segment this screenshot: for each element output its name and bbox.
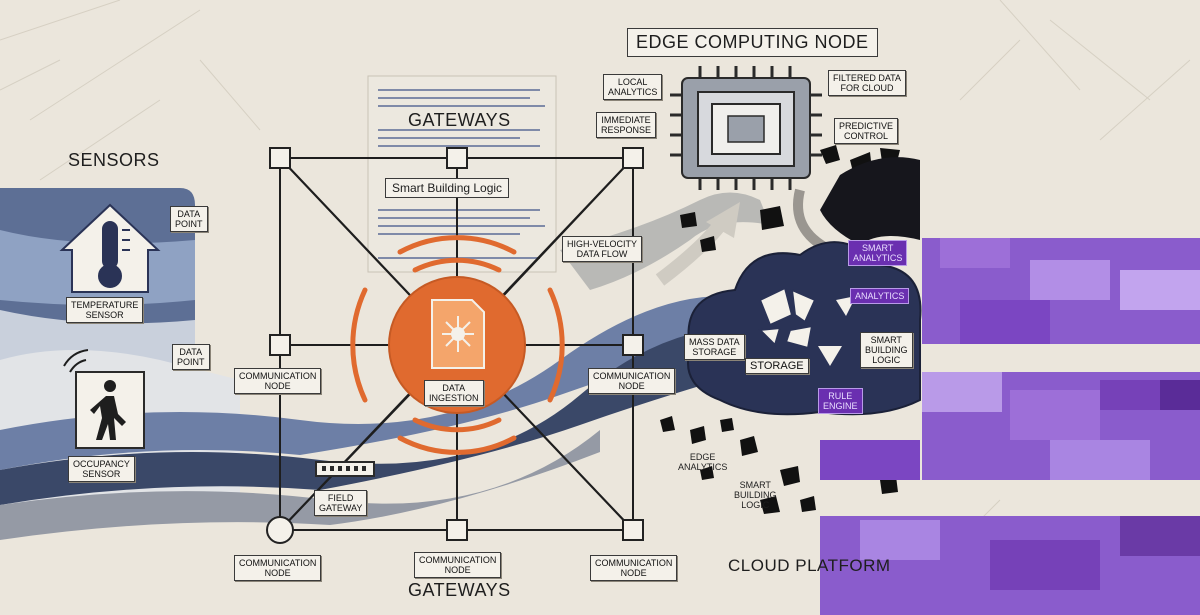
cloud-title: CLOUD PLATFORM	[728, 556, 891, 575]
communication-node-bottom-right	[622, 519, 644, 541]
storage-label: STORAGE	[745, 358, 809, 374]
communication-node-left-label: COMMUNICATION NODE	[234, 368, 322, 394]
communication-node-bottom-left-label: COMMUNICATION NODE	[234, 555, 322, 581]
router-icon	[315, 461, 375, 477]
gateways-title-top: GATEWAYS	[408, 110, 511, 130]
high-velocity-label: HIGH-VELOCITY DATA FLOW	[562, 236, 643, 262]
data-stream-1	[0, 296, 760, 470]
cloud-arrow	[793, 188, 833, 255]
edge-title: EDGE COMPUTING NODE	[627, 28, 878, 57]
data-ingestion-label: DATA INGESTION	[424, 380, 484, 406]
glitch-blocks	[820, 238, 1200, 615]
edge-arrowhead	[706, 202, 740, 238]
analytics-label: ANALYTICS	[850, 288, 910, 304]
gateways-title-bottom: GATEWAYS	[408, 580, 511, 600]
data-point-label-1: DATA POINT	[170, 206, 208, 232]
filtered-data-label: FILTERED DATA FOR CLOUD	[828, 70, 907, 96]
communication-node-bottom-mid-label: COMMUNICATION NODE	[414, 552, 502, 578]
data-point-label-2: DATA POINT	[172, 344, 210, 370]
edge-analytics-label: EDGE ANALYTICS	[678, 452, 728, 472]
immediate-response-label: IMMEDIATE RESPONSE	[596, 112, 657, 138]
temperature-sensor-label: TEMPERATURE SENSOR	[66, 297, 144, 323]
occupancy-sensor-label: OCCUPANCY SENSOR	[68, 456, 135, 482]
smart-building-logic-label: Smart Building Logic	[385, 178, 510, 198]
gateway-node-top-left	[269, 147, 291, 169]
communication-node-right-label: COMMUNICATION NODE	[588, 368, 676, 394]
broken-circle-icon	[757, 286, 817, 350]
communication-node-bottom-right-label: COMMUNICATION NODE	[590, 555, 678, 581]
local-analytics-label: LOCAL ANALYTICS	[603, 74, 663, 100]
gateway-node-top-right	[622, 147, 644, 169]
document-page	[367, 75, 557, 273]
pedestrian-icon	[63, 349, 145, 449]
data-stream-3	[0, 430, 600, 540]
ingestion-rings	[350, 235, 565, 455]
communication-node-right	[622, 334, 644, 356]
mass-data-storage-label: MASS DATA STORAGE	[684, 334, 745, 360]
edge-arrow	[655, 220, 726, 286]
field-gateway-label: FIELD GATEWAY	[314, 490, 368, 516]
smart-analytics-label: SMART ANALYTICS	[848, 240, 908, 266]
rule-engine-label: RULE ENGINE	[818, 388, 863, 414]
smart-building-logic-cloud-label: SMART BUILDING LOGIC	[860, 332, 913, 368]
document-network-icon	[431, 299, 485, 369]
dark-splash	[820, 157, 920, 245]
smart-building-logic-scatter-label: SMART BUILDING LOGIC	[734, 480, 777, 510]
sensors-title: SENSORS	[68, 150, 160, 170]
communication-node-bottom-mid	[446, 519, 468, 541]
predictive-control-label: PREDICTIVE CONTROL	[834, 118, 899, 144]
communication-node-left	[269, 334, 291, 356]
data-stream-2	[0, 326, 790, 505]
cpu-chip-icon	[670, 66, 822, 190]
thermometer-house-icon	[59, 203, 161, 293]
communication-node-bottom-left	[266, 516, 294, 544]
gateway-node-top-mid	[446, 147, 468, 169]
